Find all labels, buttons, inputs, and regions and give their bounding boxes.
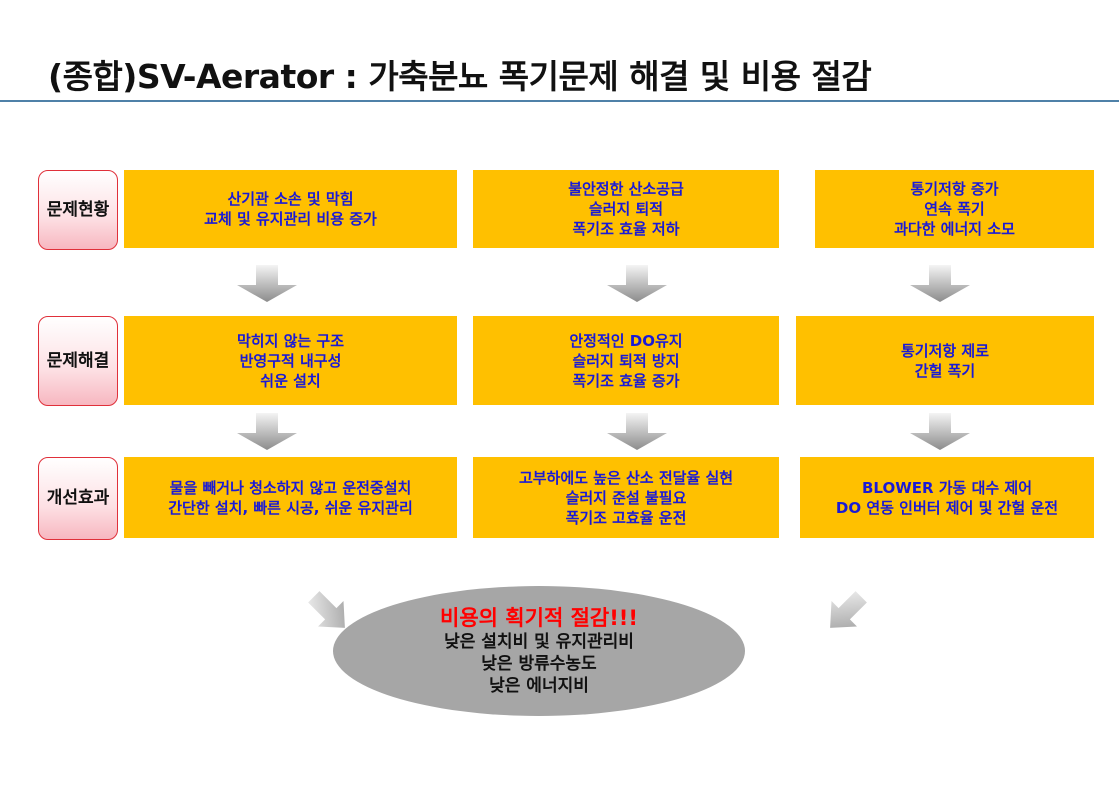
box-line: 쉬운 설치 [260, 371, 321, 390]
box-line: 고부하에도 높은 산소 전달율 실현 [518, 468, 734, 487]
result-ellipse: 비용의 획기적 절감!!! 낮은 설치비 및 유지관리비 낮은 방류수농도 낮은… [333, 586, 745, 716]
down-arrow-icon [607, 413, 667, 450]
box-line: 통기저항 증가 [910, 180, 999, 198]
result-line: 낮은 방류수농도 [481, 654, 597, 674]
down-arrow-icon [237, 265, 297, 302]
box-line: 간헐 폭기 [914, 361, 976, 380]
row-label-text: 효과 [78, 488, 110, 508]
down-arrow-icon [607, 265, 667, 302]
result-headline: 비용의 획기적 절감!!! [440, 606, 638, 630]
box-line: 과다한 에너지 소모 [894, 220, 1015, 238]
box-line: 반영구적 내구성 [239, 351, 342, 370]
box-line: DO 연동 인버터 제어 및 간헐 운전 [835, 498, 1059, 517]
box-line: 막히지 않는 구조 [236, 331, 345, 350]
diagonal-arrow-icon [308, 591, 345, 628]
box-line: 간단한 설치, 빠른 시공, 쉬운 유지관리 [168, 498, 413, 517]
page-title: (종합)SV-Aerator : 가축분뇨 폭기문제 해결 및 비용 절감 [48, 57, 872, 96]
box-line: 안정적인 DO유지 [569, 331, 683, 350]
box-line: 물을 빼거나 청소하지 않고 운전중설치 [169, 478, 412, 497]
down-arrow-icon [910, 265, 970, 302]
result-line: 낮은 에너지비 [489, 676, 589, 696]
box-line: 통기저항 제로 [900, 341, 990, 360]
box-line: 슬러지 퇴적 [588, 200, 664, 218]
row-label-text: 개선 [46, 488, 78, 508]
result-line: 낮은 설치비 및 유지관리비 [444, 632, 634, 652]
diagonal-arrow-icon [830, 591, 867, 628]
row-label-text: 문제 [46, 350, 78, 371]
down-arrow-icon [910, 413, 970, 450]
box-line: 폭기조 효율 증가 [572, 371, 680, 390]
box-line: 산기관 소손 및 막힘 [227, 190, 354, 208]
down-arrow-icon [237, 413, 297, 450]
box-line: 슬러지 퇴적 방지 [572, 351, 680, 370]
title-divider [0, 100, 1119, 102]
box-line: 슬러지 준설 불필요 [565, 488, 687, 507]
box-line: BLOWER 가동 대수 제어 [861, 478, 1033, 497]
row-label-text: 문제 [46, 199, 78, 220]
box-line: 연속 폭기 [924, 200, 985, 218]
box-line: 불안정한 산소공급 [568, 180, 684, 198]
box-line: 폭기조 효율 저하 [572, 220, 680, 238]
box-line: 폭기조 고효율 운전 [565, 508, 687, 527]
row-label-text: 현황 [78, 199, 110, 220]
row-label-text: 해결 [78, 350, 110, 371]
box-line: 교체 및 유지관리 비용 증가 [204, 210, 377, 228]
